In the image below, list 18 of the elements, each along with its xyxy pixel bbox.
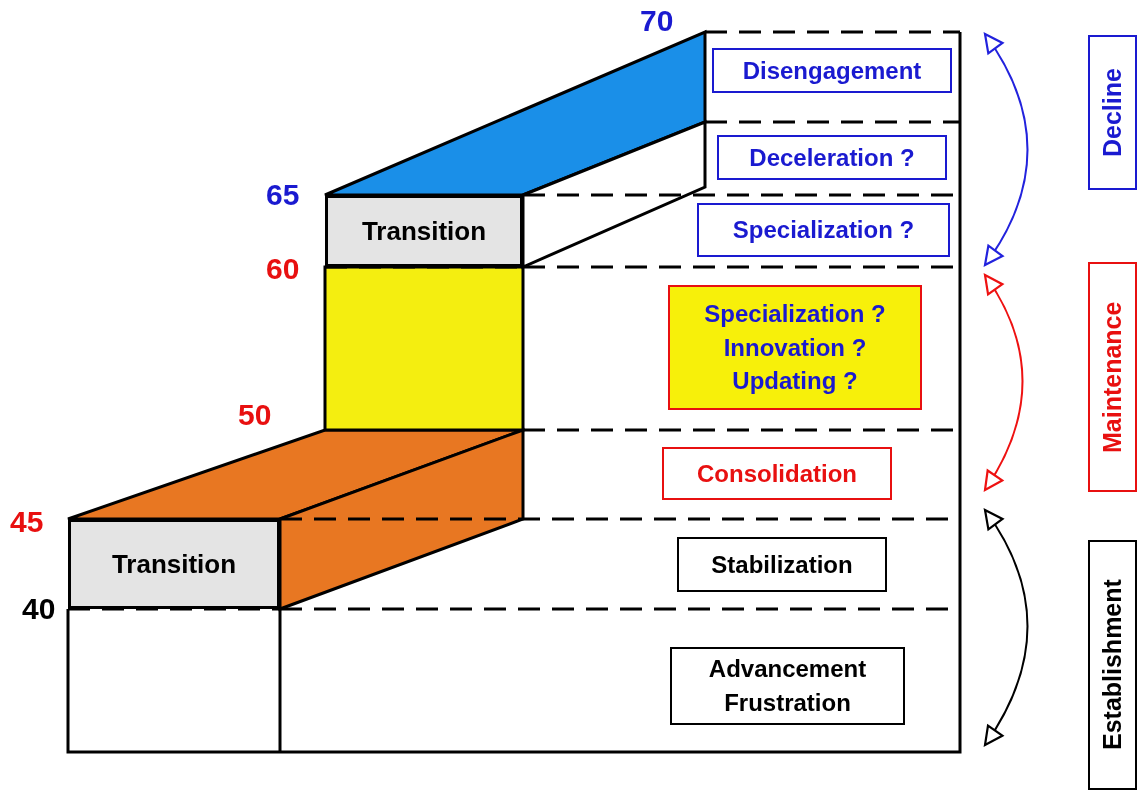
phase-label: Maintenance [1088, 262, 1137, 492]
phase-label: Establishment [1088, 540, 1137, 790]
stage-label: Disengagement [712, 48, 952, 93]
age-label: 60 [266, 252, 300, 286]
transition-face: Transition [325, 195, 523, 267]
stage-label: Specialization ? Innovation ? Updating ? [668, 285, 922, 410]
phase-label: Decline [1088, 35, 1137, 190]
age-label: 65 [266, 178, 300, 212]
transition-face: Transition [68, 519, 280, 609]
stage-label: Deceleration ? [717, 135, 947, 180]
stage-label: Stabilization [677, 537, 887, 592]
age-label: 70 [640, 4, 674, 38]
stage-label: Advancement Frustration [670, 647, 905, 725]
age-label: 45 [10, 505, 44, 539]
stage-label: Consolidation [662, 447, 892, 500]
age-label: 40 [22, 592, 56, 626]
stage-label: Specialization ? [697, 203, 950, 257]
age-label: 50 [238, 398, 272, 432]
